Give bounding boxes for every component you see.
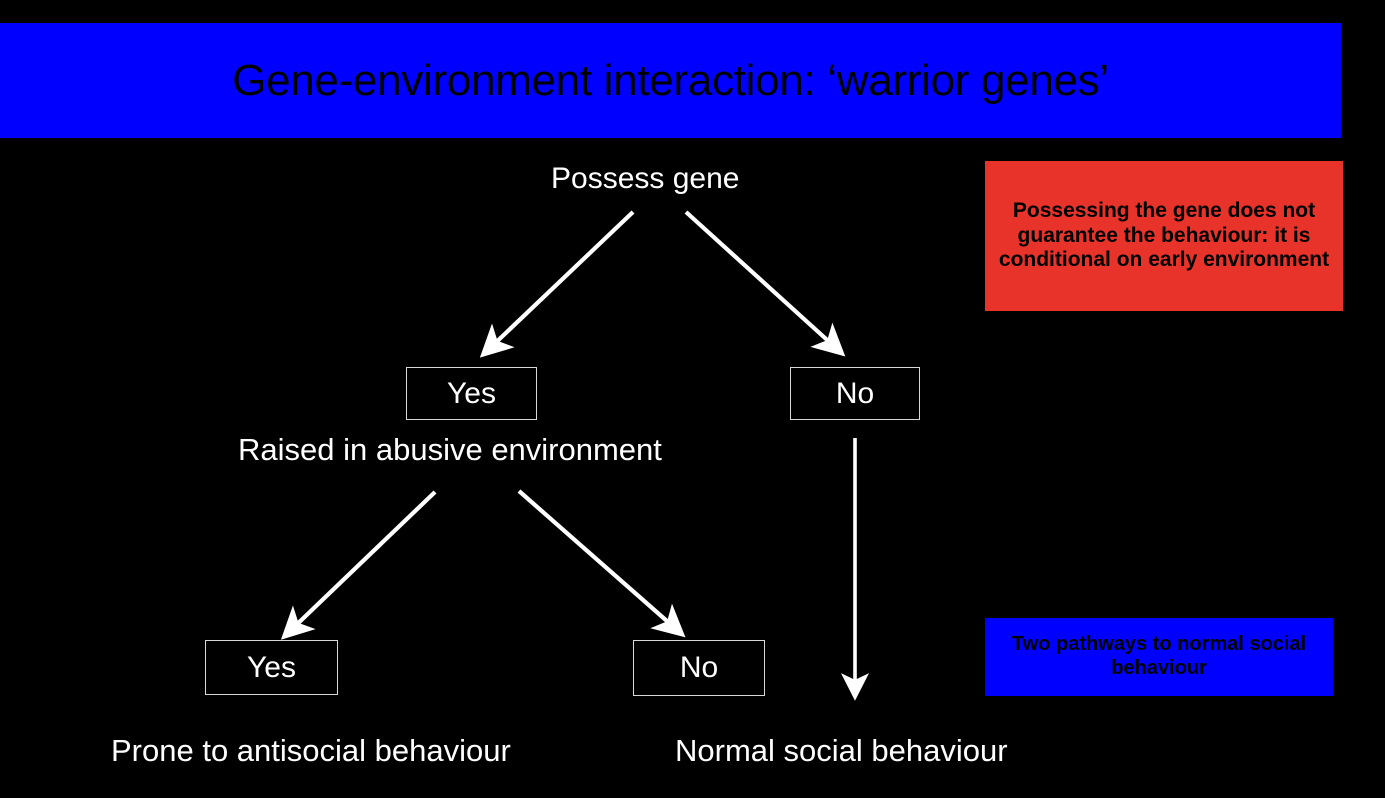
- outcome-antisocial-behaviour: Prone to antisocial behaviour: [111, 733, 511, 768]
- box-possess-gene-no[interactable]: No: [790, 367, 920, 420]
- box-abusive-env-no[interactable]: No: [633, 640, 765, 696]
- box-abusive-env-yes[interactable]: Yes: [205, 640, 338, 695]
- arrow-env-to-yes: [280, 490, 437, 640]
- page-title: Gene-environment interaction: ‘warrior g…: [232, 55, 1109, 105]
- outcome-normal-social-behaviour: Normal social behaviour: [675, 733, 1008, 768]
- node-raised-in-abusive-environment: Raised in abusive environment: [238, 432, 662, 467]
- callout-gene-conditional-text: Possessing the gene does not guarantee t…: [998, 198, 1330, 272]
- box-possess-gene-yes-label: Yes: [447, 376, 496, 410]
- arrow-root-to-yes: [479, 210, 635, 358]
- title-banner: Gene-environment interaction: ‘warrior g…: [0, 23, 1341, 138]
- node-possess-gene: Possess gene: [551, 162, 740, 195]
- callout-gene-conditional: Possessing the gene does not guarantee t…: [985, 161, 1343, 311]
- box-abusive-env-no-label: No: [679, 651, 719, 684]
- box-possess-gene-no-label: No: [835, 376, 875, 410]
- box-possess-gene-yes[interactable]: Yes: [406, 367, 537, 420]
- box-abusive-env-yes-label: Yes: [247, 650, 296, 684]
- callout-two-pathways: Two pathways to normal social behaviour: [985, 618, 1333, 696]
- arrow-env-to-no: [517, 489, 686, 638]
- callout-two-pathways-text: Two pathways to normal social behaviour: [1011, 633, 1307, 679]
- arrow-root-to-no: [684, 210, 846, 357]
